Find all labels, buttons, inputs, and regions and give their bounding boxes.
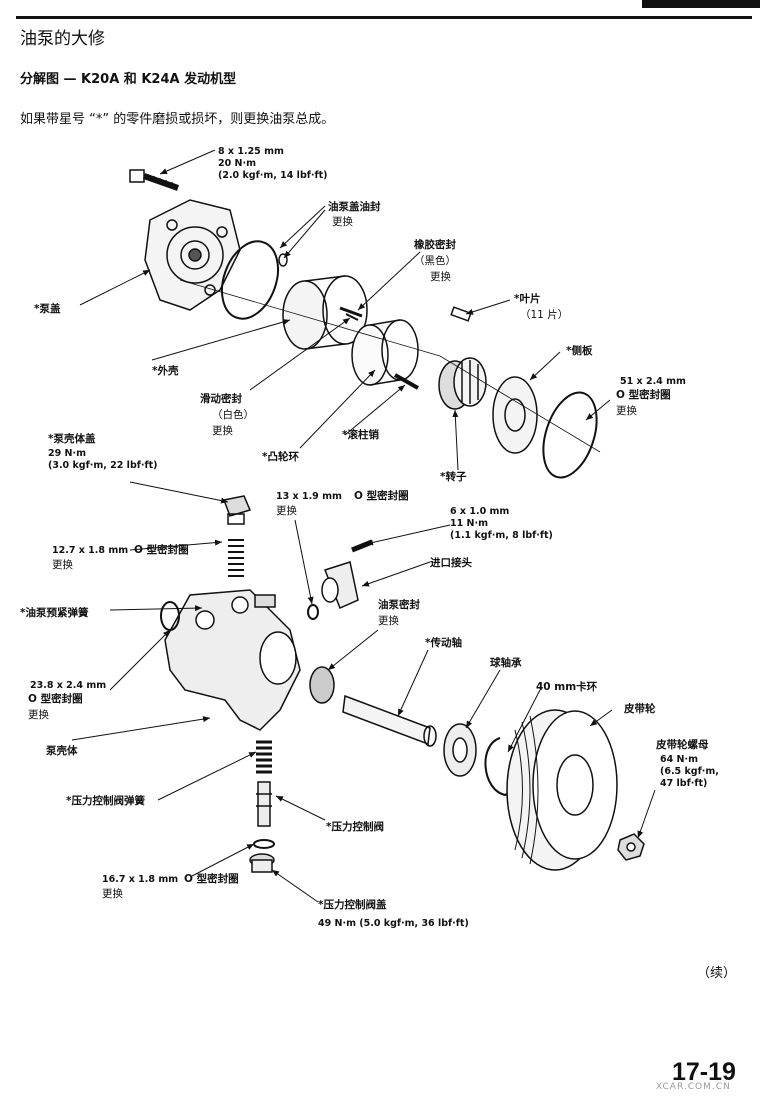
label-bolt-torque-kgf: (2.0 kgf·m, 14 lbf·ft) xyxy=(218,170,328,181)
replacement-note: 如果带星号 “*” 的零件磨损或损坏，则更换油泵总成。 xyxy=(20,112,335,127)
label-rubber-seal-replace: 更换 xyxy=(430,270,451,283)
label-oring-16-replace: 更换 xyxy=(102,887,123,900)
label-oring-16: 16.7 x 1.8 mm xyxy=(102,874,178,885)
slide-seal-part xyxy=(345,313,359,321)
rotor-part xyxy=(438,357,487,410)
pump-seal-part xyxy=(309,666,335,704)
label-ball-bearing: 球轴承 xyxy=(490,656,522,669)
label-vanes: *叶片 xyxy=(514,292,541,305)
exploded-view-diagram: 8 x 1.25 mm 20 N·m (2.0 kgf·m, 14 lbf·ft… xyxy=(20,146,719,929)
label-slide-seal-color: （白色） xyxy=(212,408,254,421)
label-oring-51-name: O 型密封圈 xyxy=(616,388,671,401)
label-rotor: *转子 xyxy=(440,470,467,483)
cover-bolt-part xyxy=(129,169,179,191)
vane-part xyxy=(450,306,472,322)
page-title: 油泵的大修 xyxy=(20,29,105,49)
side-plate-part xyxy=(492,376,538,454)
label-pulley-nut-torque-lbf: 47 lbf·ft) xyxy=(660,778,707,789)
label-housing: 泵壳体 xyxy=(46,744,78,757)
continued-marker: （续） xyxy=(697,966,737,981)
valve-cap-part xyxy=(249,853,275,873)
label-valve-spring: *压力控制阀弹簧 xyxy=(66,794,145,807)
label-outer-housing: *外壳 xyxy=(152,364,179,377)
label-circlip: 40 mm卡环 xyxy=(536,680,598,693)
label-pulley-nut-torque-kgf: (6.5 kgf·m, xyxy=(660,766,719,777)
oring-16-part xyxy=(253,839,275,849)
preload-spring-part xyxy=(228,539,244,577)
label-pulley-nut-torque-nm: 64 N·m xyxy=(660,754,698,765)
roller-pin-part xyxy=(394,373,419,390)
label-oring-13-replace: 更换 xyxy=(276,504,297,517)
label-rubber-seal-color: （黑色） xyxy=(414,254,456,267)
part-labels: 8 x 1.25 mm 20 N·m (2.0 kgf·m, 14 lbf·ft… xyxy=(20,146,719,929)
label-bolt-torque-nm: 20 N·m xyxy=(218,158,256,169)
label-oring-23-name: O 型密封圈 xyxy=(28,692,83,705)
page-subtitle: 分解图 — K20A 和 K24A 发动机型 xyxy=(20,72,237,87)
label-cover-seal: 油泵盖油封 xyxy=(328,200,381,213)
label-cam-ring: *凸轮环 xyxy=(262,450,299,463)
label-control-valve: *压力控制阀 xyxy=(326,820,384,833)
leader-lines xyxy=(71,149,656,903)
label-oring-12-replace: 更换 xyxy=(52,558,73,571)
pump-cover-part xyxy=(144,199,241,311)
label-oring-12-name: O 型密封圈 xyxy=(134,543,189,556)
label-pump-seal: 油泵密封 xyxy=(378,598,420,611)
label-valve-cap-torque: 49 N·m (5.0 kgf·m, 36 lbf·ft) xyxy=(318,918,469,929)
control-valve-part xyxy=(256,781,272,827)
label-bolt6-torque-nm: 11 N·m xyxy=(450,518,488,529)
valve-spring-part xyxy=(256,740,272,774)
label-oring-13: 13 x 1.9 mm xyxy=(276,491,342,502)
label-slide-seal: 滑动密封 xyxy=(200,392,242,405)
label-bolt6-torque-kgf: (1.1 kgf·m, 8 lbf·ft) xyxy=(450,530,553,541)
label-drive-shaft: *传动轴 xyxy=(425,636,462,649)
parts-artwork xyxy=(129,169,645,873)
ball-bearing-part xyxy=(443,723,477,777)
label-pulley: 皮带轮 xyxy=(623,702,656,715)
rubber-seal-part xyxy=(339,306,363,318)
header-corner-block xyxy=(642,0,760,8)
label-bolt-size: 8 x 1.25 mm xyxy=(218,146,284,157)
label-oring-12: 12.7 x 1.8 mm xyxy=(52,545,128,556)
cam-ring-part xyxy=(351,319,419,386)
housing-cover-part xyxy=(222,495,252,525)
inlet-joint-part xyxy=(321,561,359,610)
cover-oring-part xyxy=(220,240,280,320)
label-bolt6-size: 6 x 1.0 mm xyxy=(450,506,509,517)
label-housing-cover-torque-nm: 29 N·m xyxy=(48,448,86,459)
oring-12-part xyxy=(160,601,180,631)
label-oring-23-replace: 更换 xyxy=(28,708,49,721)
label-oring-23: 23.8 x 2.4 mm xyxy=(30,680,106,691)
label-roller-pin: *滚柱销 xyxy=(342,428,379,441)
label-pulley-nut: 皮带轮螺母 xyxy=(655,738,709,751)
oring-13-part xyxy=(307,604,319,620)
label-slide-seal-replace: 更换 xyxy=(212,424,233,437)
label-oring-16-name: O 型密封圈 xyxy=(184,872,239,885)
drive-shaft-part xyxy=(342,694,437,747)
cover-seal-small-part xyxy=(278,253,288,267)
page-number: 17-19 xyxy=(672,1058,736,1086)
assembly-guide-line xyxy=(179,279,601,453)
pulley-nut-part xyxy=(617,833,645,861)
label-preload-spring: *油泵预紧弹簧 xyxy=(20,606,89,619)
label-cover-seal-replace: 更换 xyxy=(332,215,353,228)
label-rubber-seal: 橡胶密封 xyxy=(414,238,456,251)
outer-housing-part xyxy=(282,275,368,350)
label-inlet-joint: 进口接头 xyxy=(430,556,472,569)
watermark: XCAR.COM.CN xyxy=(656,1082,731,1092)
label-pump-seal-replace: 更换 xyxy=(378,614,399,627)
label-oring-51-replace: 更换 xyxy=(616,404,637,417)
side-oring-part xyxy=(542,391,598,479)
pulley-part xyxy=(506,709,618,871)
header-rule xyxy=(16,16,752,19)
label-oring-51: 51 x 2.4 mm xyxy=(620,376,686,387)
label-oring-13-name: O 型密封圈 xyxy=(354,489,409,502)
pump-housing-part xyxy=(164,589,301,731)
label-valve-cap: *压力控制阀盖 xyxy=(318,898,387,911)
label-vanes-count: （11 片） xyxy=(520,308,568,321)
label-housing-cover: *泵壳体盖 xyxy=(48,432,96,445)
label-pump-cover: *泵盖 xyxy=(34,302,61,315)
label-housing-cover-torque-kgf: (3.0 kgf·m, 22 lbf·ft) xyxy=(48,460,158,471)
label-side-plate: *侧板 xyxy=(566,344,593,357)
